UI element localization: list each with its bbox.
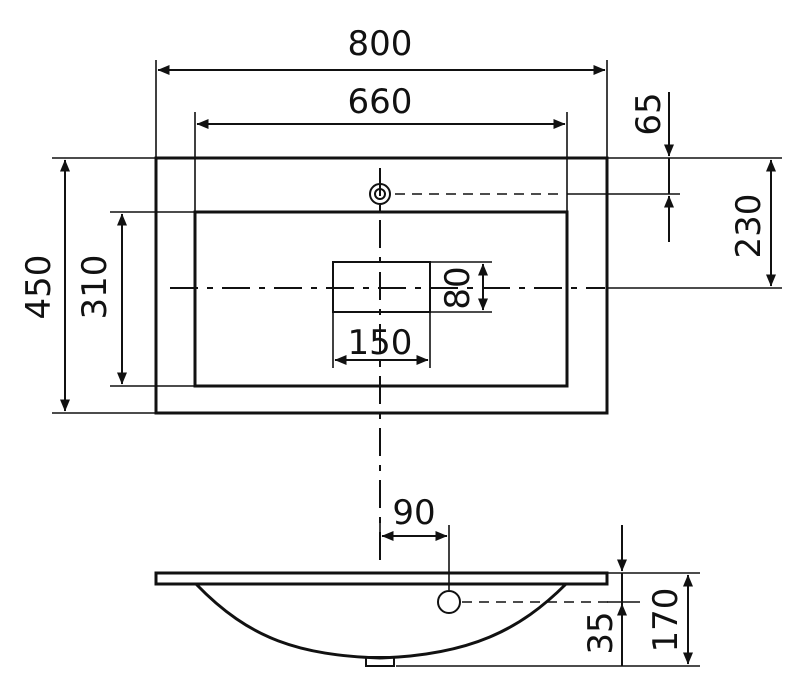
label-450: 450 [19, 255, 59, 320]
label-150: 150 [348, 323, 413, 363]
drain-outlet [365, 656, 395, 667]
extension-lines [52, 60, 782, 414]
dimension-lines [60, 65, 776, 412]
top-view [154, 156, 609, 568]
overflow-hole [437, 590, 461, 614]
label-170: 170 [646, 588, 686, 653]
bowl-profile [194, 582, 568, 660]
label-660: 660 [348, 82, 413, 122]
label-35: 35 [581, 611, 621, 654]
label-310: 310 [75, 255, 115, 320]
label-800: 800 [348, 24, 413, 64]
label-65: 65 [629, 92, 669, 135]
label-90: 90 [392, 493, 435, 533]
dimension-labels: 800 660 150 90 450 310 80 230 65 35 170 [19, 24, 769, 655]
label-80: 80 [438, 266, 478, 309]
countertop-section [154, 571, 609, 586]
countertop-outline [154, 156, 609, 415]
side-dimension-lines [381, 525, 693, 666]
label-230: 230 [729, 194, 769, 259]
side-view [154, 571, 609, 667]
